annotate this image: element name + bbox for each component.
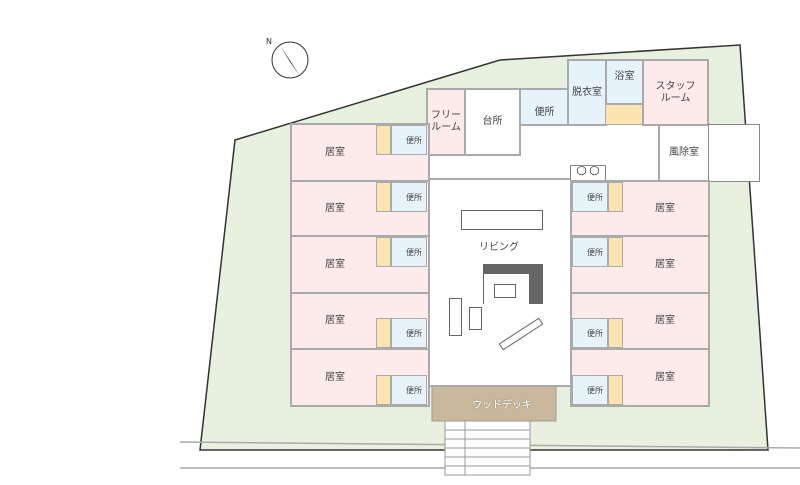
closet: [608, 237, 623, 267]
wood-deck-label: ウッドデッキ: [472, 400, 532, 411]
vestibule[interactable]: 風除室: [658, 124, 710, 182]
bedroom-label: 居室: [655, 371, 675, 383]
bedroom-label: 居室: [655, 258, 675, 270]
toilet: 便所: [572, 318, 608, 348]
bedroom-label: 居室: [325, 315, 345, 326]
toilet: 便所: [391, 237, 427, 267]
staff-room: スタッフ ルーム: [642, 59, 709, 126]
kitchen: 台所: [464, 88, 521, 156]
wood-deck: [431, 384, 557, 422]
bedroom-label: 居室: [325, 202, 345, 214]
bedroom-label: 居室: [655, 315, 675, 326]
toilet: 便所: [391, 318, 427, 348]
toilet-common: 便所: [519, 88, 570, 126]
toilet: 便所: [572, 182, 608, 212]
bathroom: 浴室: [605, 59, 644, 105]
toilet: 便所: [572, 375, 608, 405]
compass-label: N: [266, 37, 272, 46]
closet: [608, 375, 623, 405]
closet: [605, 104, 643, 125]
sink-icon: ◯ ◯: [570, 165, 606, 181]
closet: [376, 318, 391, 348]
bedroom-label: 居室: [325, 258, 345, 270]
closet: [376, 375, 391, 405]
stairs: [444, 420, 531, 476]
closet: [608, 182, 623, 212]
bedroom-label: 居室: [325, 146, 345, 158]
closet: [376, 125, 391, 155]
closet: [376, 182, 391, 212]
living-label: リビング: [479, 242, 519, 253]
toilet: 便所: [572, 237, 608, 267]
sofa-icon: [483, 264, 543, 304]
coffee-table-icon: [494, 284, 516, 298]
entrance-porch: [708, 124, 760, 182]
bedroom-label: 居室: [655, 202, 675, 214]
toilet: 便所: [391, 375, 427, 405]
compass-icon: [271, 41, 309, 79]
side-table-icon: [469, 307, 482, 330]
tv-stand-icon: [449, 298, 462, 336]
free-room: フリー ルーム: [426, 88, 466, 156]
dressing-room: 脱衣室: [567, 59, 607, 126]
toilet: 便所: [391, 182, 427, 212]
toilet: 便所: [391, 125, 427, 155]
dining-table-icon: [461, 210, 543, 230]
bedroom-label: 居室: [325, 371, 345, 383]
closet: [376, 237, 391, 267]
closet: [608, 318, 623, 348]
